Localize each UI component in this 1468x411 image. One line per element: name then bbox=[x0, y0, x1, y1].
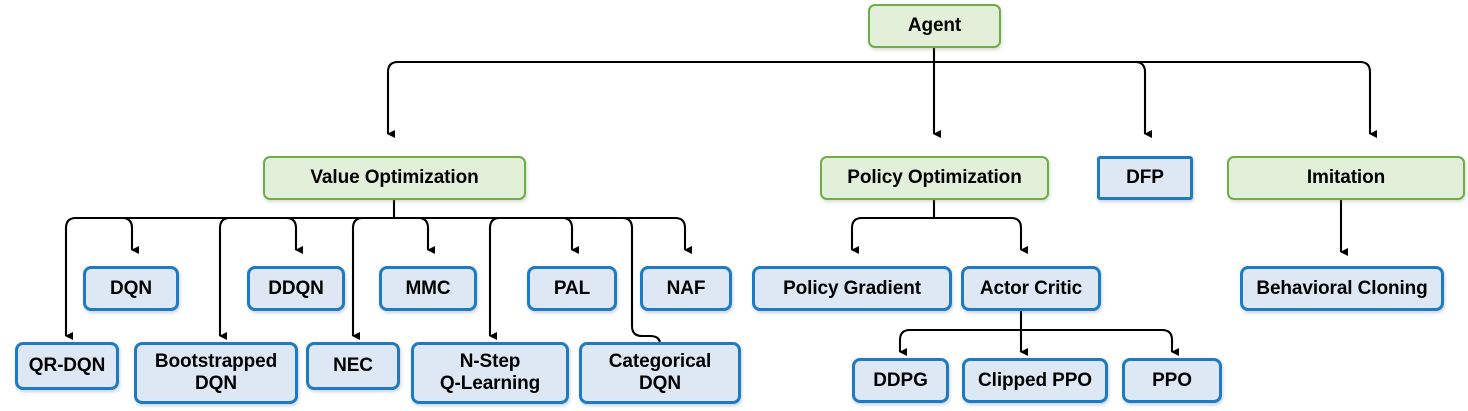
node-policy-optimization[interactable]: Policy Optimization bbox=[820, 156, 1049, 200]
node-actor-critic[interactable]: Actor Critic bbox=[961, 266, 1101, 311]
edge-value-optimization-to-naf bbox=[394, 216, 692, 254]
node-ppo[interactable]: PPO bbox=[1122, 358, 1222, 403]
edge-policy-optimization-to-actor-critic bbox=[934, 216, 1028, 254]
node-policy-gradient[interactable]: Policy Gradient bbox=[752, 266, 952, 311]
node-nec[interactable]: NEC bbox=[306, 342, 400, 390]
node-agent[interactable]: Agent bbox=[868, 4, 1001, 48]
edge-value-optimization-to-ddqn bbox=[285, 216, 394, 254]
edge-agent-to-dfp bbox=[934, 60, 1152, 138]
node-ddqn[interactable]: DDQN bbox=[247, 266, 345, 311]
edge-policy-optimization-to-policy-gradient bbox=[850, 216, 934, 254]
node-dqn[interactable]: DQN bbox=[83, 266, 179, 311]
node-bootstrapped-dqn[interactable]: Bootstrapped DQN bbox=[134, 342, 298, 404]
node-dfp[interactable]: DFP bbox=[1097, 156, 1193, 200]
edge-value-optimization-to-pal bbox=[394, 216, 579, 254]
node-ddpg[interactable]: DDPG bbox=[852, 358, 949, 403]
node-pal[interactable]: PAL bbox=[527, 266, 617, 311]
edge-agent-to-imitation bbox=[934, 60, 1377, 138]
edge-actor-critic-to-ppo bbox=[1021, 328, 1179, 356]
node-imitation[interactable]: Imitation bbox=[1227, 156, 1465, 200]
edge-value-optimization-to-dqn bbox=[121, 216, 394, 254]
node-n-step-q-learning[interactable]: N-Step Q-Learning bbox=[411, 342, 569, 404]
edge-actor-critic-to-ddpg bbox=[898, 328, 1021, 356]
node-mmc[interactable]: MMC bbox=[379, 266, 477, 311]
node-value-optimization[interactable]: Value Optimization bbox=[263, 156, 526, 200]
node-behavioral-cloning[interactable]: Behavioral Cloning bbox=[1240, 266, 1444, 311]
node-clipped-ppo[interactable]: Clipped PPO bbox=[962, 358, 1108, 403]
edge-value-optimization-to-mmc bbox=[394, 216, 435, 254]
edge-agent-to-value-optimization bbox=[386, 60, 934, 138]
node-naf[interactable]: NAF bbox=[640, 266, 732, 311]
node-categorical-dqn[interactable]: Categorical DQN bbox=[579, 342, 741, 404]
node-qr-dqn[interactable]: QR-DQN bbox=[15, 342, 119, 390]
